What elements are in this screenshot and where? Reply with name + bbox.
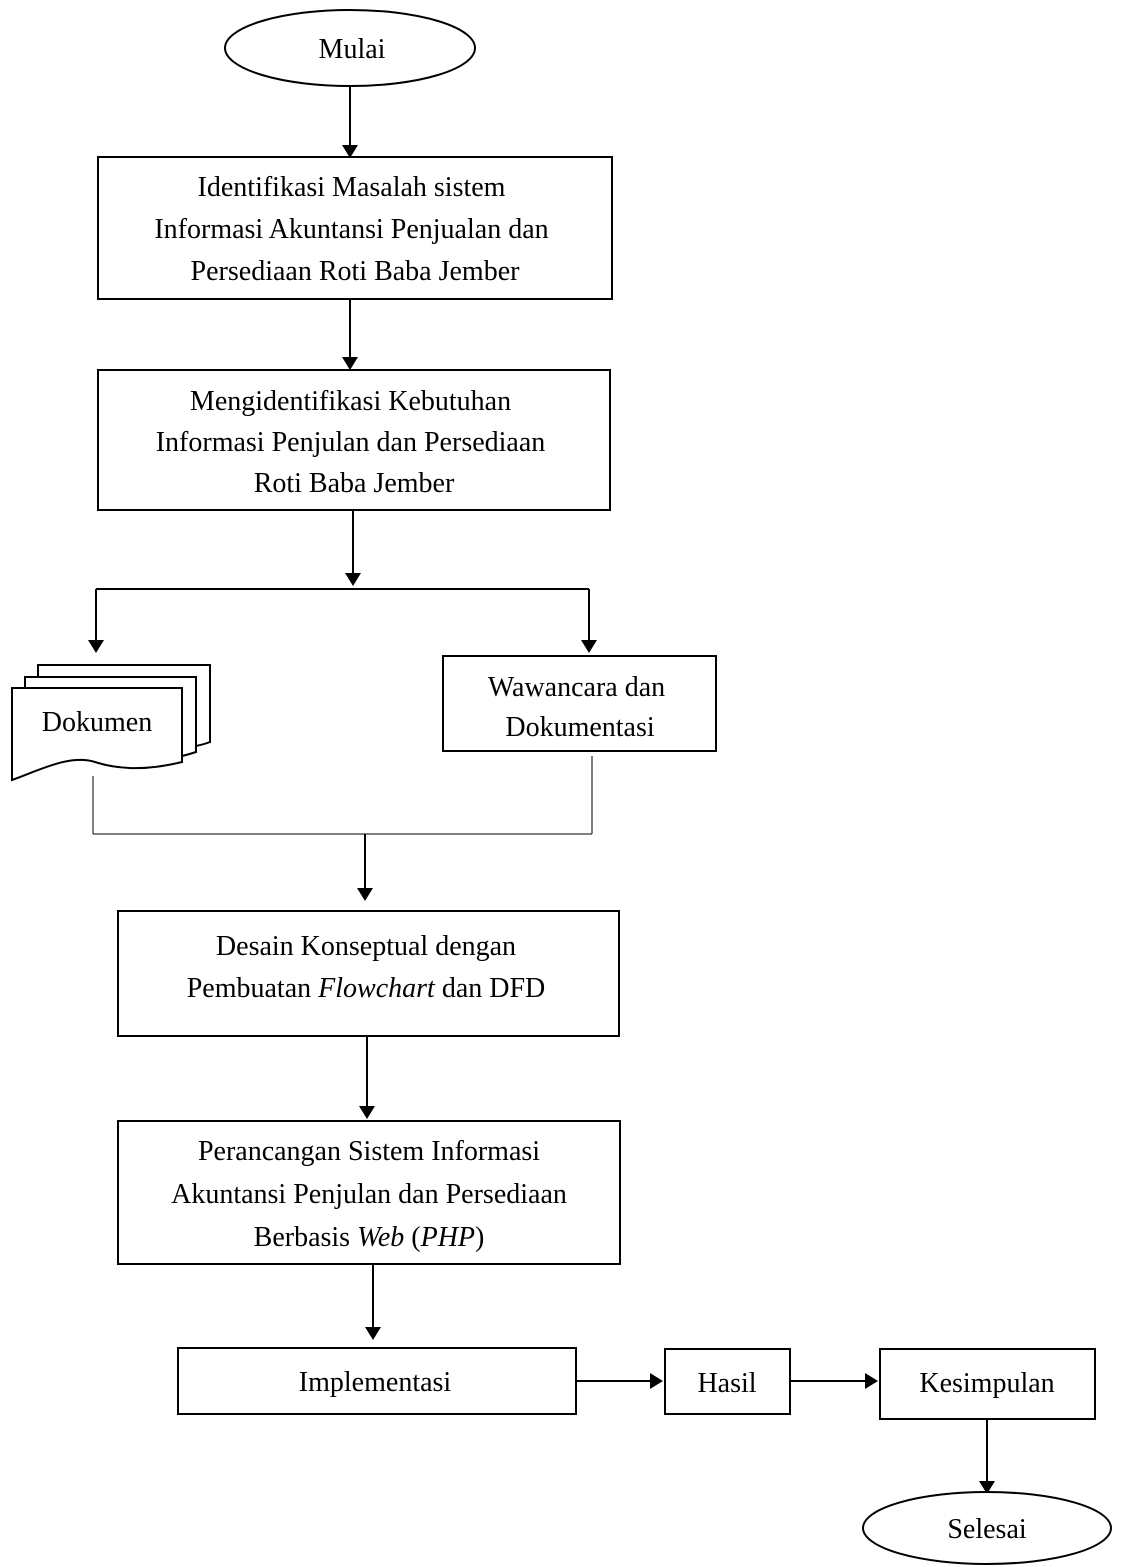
identify-needs-line-1: Mengidentifikasi Kebutuhan bbox=[190, 386, 511, 417]
system-design-line-3: Berbasis Web (PHP) bbox=[254, 1222, 485, 1253]
conceptual-design-line-1: Desain Konseptual dengan bbox=[216, 931, 516, 962]
arrow-to-implementation bbox=[365, 1264, 381, 1340]
svg-text:Wawancara dan Dokumentas: Wawancara dan Dokumentasi bbox=[488, 672, 672, 743]
arrow-to-result bbox=[576, 1373, 663, 1389]
interview-process: Wawancara dan Dokumentasi bbox=[442, 655, 717, 752]
result-process: Hasil bbox=[664, 1348, 791, 1415]
split-connector bbox=[88, 588, 597, 653]
system-design-line-2: Akuntansi Penjulan dan Persediaan bbox=[171, 1179, 567, 1210]
conceptual-design-line-2-part-a: Pembuatan bbox=[187, 973, 318, 1004]
merge-connector bbox=[92, 756, 593, 835]
documents-multidocument: Dokumen bbox=[11, 664, 211, 782]
system-design-line-1: Perancangan Sistem Informasi bbox=[198, 1136, 540, 1167]
system-design-line-3-php: PHP bbox=[420, 1222, 475, 1253]
end-label: Selesai bbox=[947, 1514, 1027, 1545]
conclusion-label: Kesimpulan bbox=[919, 1368, 1054, 1399]
identify-needs-line-2: Informasi Penjulan dan Persediaan bbox=[156, 427, 546, 458]
svg-text:Identifikasi Masalah sistem: Identifikasi Masalah sistem Informasi Ak… bbox=[154, 172, 555, 287]
conclusion-process: Kesimpulan bbox=[879, 1348, 1096, 1420]
identify-problem-line-2: Informasi Akuntansi Penjualan dan bbox=[154, 214, 548, 245]
start-label: Mulai bbox=[319, 34, 386, 65]
conceptual-design-process: Desain Konseptual dengan Pembuatan Flowc… bbox=[117, 910, 620, 1037]
interview-line-1: Wawancara dan bbox=[488, 672, 665, 703]
identify-problem-process: Identifikasi Masalah sistem Informasi Ak… bbox=[97, 156, 613, 300]
arrow-to-conclusion bbox=[790, 1373, 878, 1389]
start-terminal: Mulai bbox=[224, 9, 476, 87]
system-design-line-3-web: Web bbox=[357, 1222, 404, 1253]
system-design-line-3-open-paren: ( bbox=[404, 1222, 420, 1253]
system-design-process: Perancangan Sistem Informasi Akuntansi P… bbox=[117, 1120, 621, 1265]
end-terminal: Selesai bbox=[862, 1491, 1112, 1565]
system-design-line-3-close-paren: ) bbox=[475, 1222, 484, 1253]
implementation-process: Implementasi bbox=[177, 1347, 577, 1415]
result-label: Hasil bbox=[697, 1368, 756, 1399]
system-design-line-3-part-a: Berbasis bbox=[254, 1222, 357, 1253]
arrow-to-identify-needs bbox=[342, 299, 358, 370]
conceptual-design-line-2: Pembuatan Flowchart dan DFD bbox=[187, 973, 546, 1004]
conceptual-design-line-2-part-c: dan DFD bbox=[435, 973, 545, 1004]
implementation-label: Implementasi bbox=[299, 1367, 452, 1398]
arrow-to-conceptual-design bbox=[357, 834, 373, 901]
identify-needs-process: Mengidentifikasi Kebutuhan Informasi Pen… bbox=[97, 369, 611, 511]
arrow-to-end bbox=[979, 1419, 995, 1494]
interview-line-2: Dokumentasi bbox=[505, 712, 655, 743]
arrow-to-system-design bbox=[359, 1036, 375, 1119]
arrow-to-split bbox=[345, 510, 361, 586]
identify-problem-line-1: Identifikasi Masalah sistem bbox=[198, 172, 506, 203]
svg-text:Mengidentifikasi Kebutuhan: Mengidentifikasi Kebutuhan Informasi Pen… bbox=[156, 386, 553, 499]
identify-problem-line-3: Persediaan Roti Baba Jember bbox=[191, 256, 521, 287]
conceptual-design-line-2-flowchart: Flowchart bbox=[317, 973, 436, 1004]
identify-needs-line-3: Roti Baba Jember bbox=[254, 468, 455, 499]
arrow-start-to-identify-problem bbox=[342, 86, 358, 158]
documents-label: Dokumen bbox=[42, 707, 152, 738]
